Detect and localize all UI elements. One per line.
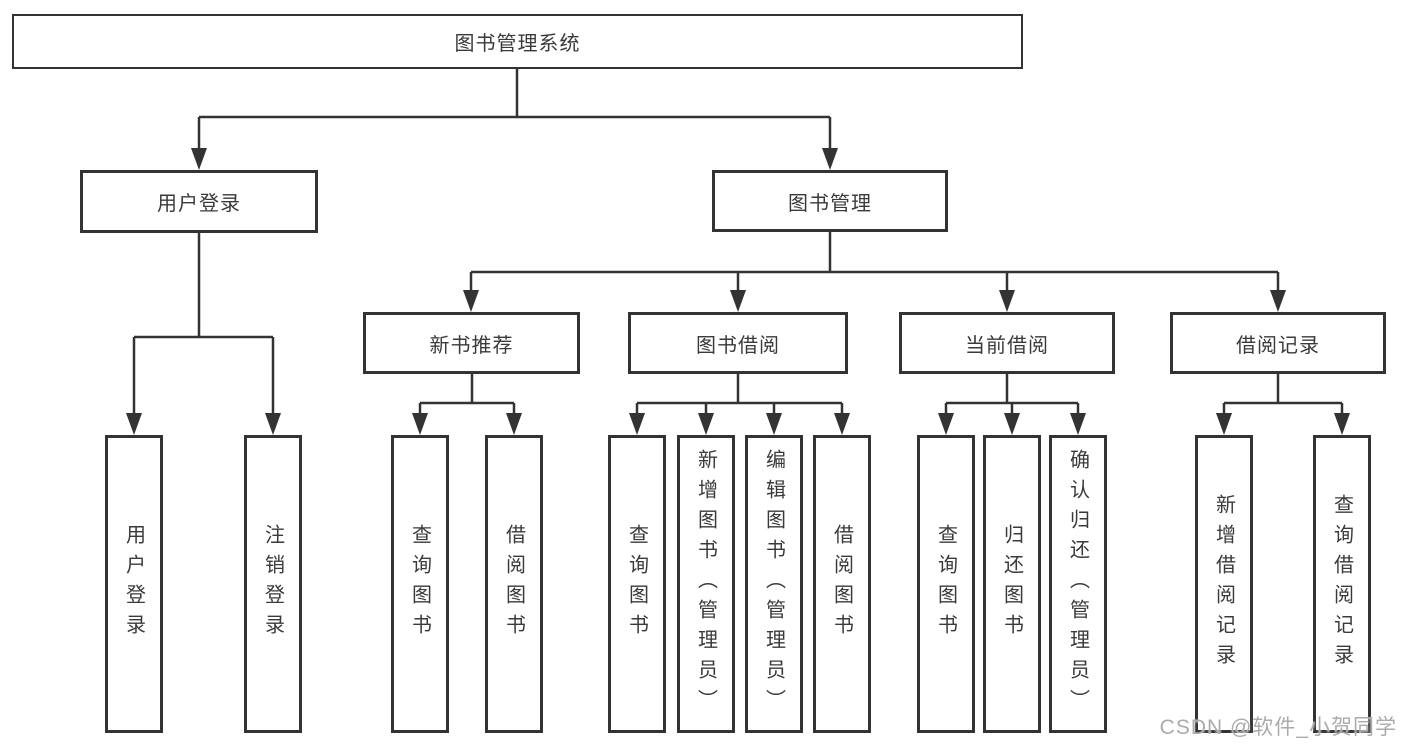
node-user-login-leaf-label: 用户登录: [122, 524, 145, 644]
node-book-borrowing: 图书借阅: [628, 312, 848, 374]
node-return-books: 归还图书: [983, 435, 1041, 733]
node-book-borrowing-label: 图书借阅: [696, 334, 780, 357]
node-borrowing-records-label: 借阅记录: [1236, 334, 1320, 357]
node-edit-books-admin: 编辑图书（管理员）: [745, 435, 803, 733]
node-add-books-admin-label: 新增图书（管理员）: [694, 449, 717, 719]
node-return-books-label: 归还图书: [1000, 524, 1023, 644]
node-borrowing-records: 借阅记录: [1170, 312, 1386, 374]
node-logout-leaf: 注销登录: [244, 435, 302, 733]
node-borrow-books-recommend: 借阅图书: [485, 435, 543, 733]
node-query-books-current-label: 查询图书: [934, 524, 957, 644]
node-user-login-leaf: 用户登录: [105, 435, 163, 733]
node-borrow-books-borrowing-label: 借阅图书: [830, 524, 853, 644]
node-new-book-recommendation: 新书推荐: [363, 312, 580, 374]
node-edit-books-admin-label: 编辑图书（管理员）: [762, 449, 785, 719]
node-current-borrowing: 当前借阅: [899, 312, 1115, 374]
node-query-books-borrowing-label: 查询图书: [625, 524, 648, 644]
node-root-label: 图书管理系统: [454, 33, 581, 55]
node-user-login: 用户登录: [80, 170, 318, 233]
node-query-books-recommend: 查询图书: [391, 435, 449, 733]
watermark: CSDN @软件_小贺同学: [1159, 716, 1397, 739]
node-query-books-current: 查询图书: [917, 435, 975, 733]
node-query-books-borrowing: 查询图书: [608, 435, 666, 733]
node-query-borrow-record-label: 查询借阅记录: [1330, 494, 1353, 674]
node-confirm-return-admin: 确认归还（管理员）: [1049, 435, 1107, 733]
node-book-management-label: 图书管理: [788, 192, 872, 215]
node-root: 图书管理系统: [12, 14, 1023, 69]
node-book-management: 图书管理: [712, 170, 948, 232]
node-logout-leaf-label: 注销登录: [261, 524, 284, 644]
node-borrow-books-borrowing: 借阅图书: [813, 435, 871, 733]
node-user-login-label: 用户登录: [157, 193, 241, 215]
node-add-borrow-record: 新增借阅记录: [1195, 435, 1253, 733]
node-confirm-return-admin-label: 确认归还（管理员）: [1066, 449, 1089, 719]
node-query-books-recommend-label: 查询图书: [408, 524, 431, 644]
node-add-books-admin: 新增图书（管理员）: [677, 435, 735, 733]
node-current-borrowing-label: 当前借阅: [965, 334, 1049, 357]
node-new-book-recommendation-label: 新书推荐: [429, 334, 514, 357]
node-borrow-books-recommend-label: 借阅图书: [502, 524, 525, 644]
node-add-borrow-record-label: 新增借阅记录: [1212, 494, 1235, 674]
node-query-borrow-record: 查询借阅记录: [1313, 435, 1371, 733]
